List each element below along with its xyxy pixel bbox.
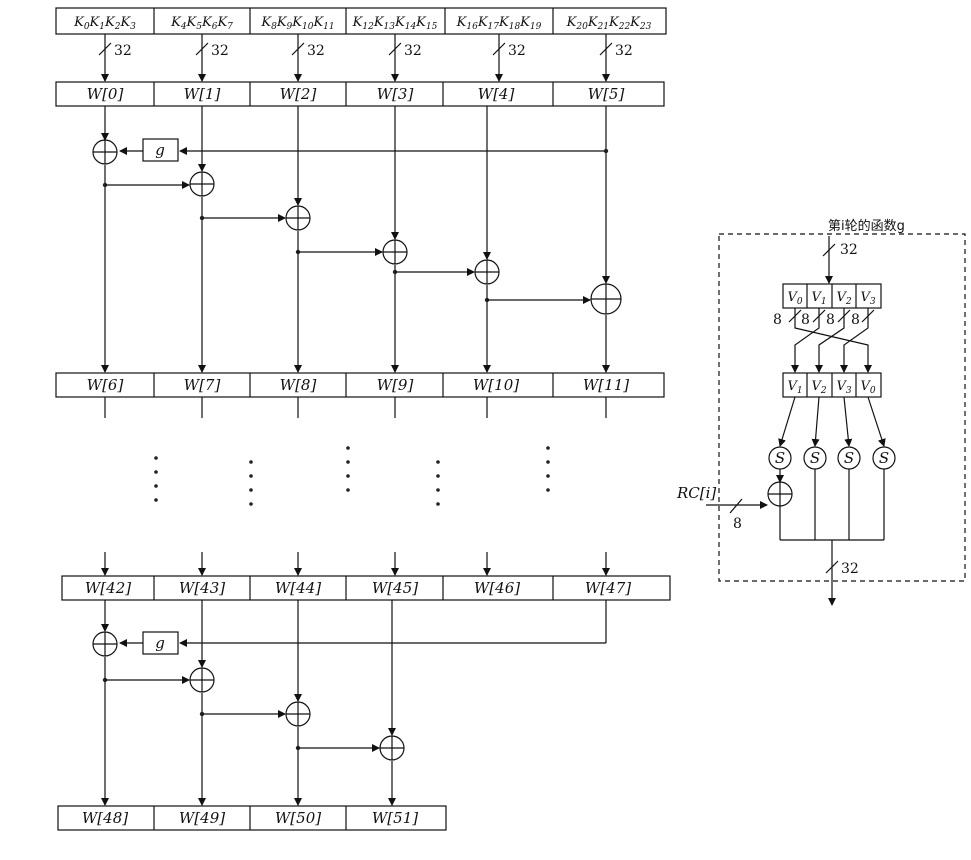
svg-text:S: S <box>879 449 889 467</box>
v-cell: V0 <box>787 290 802 307</box>
v-cell: V2 <box>836 290 851 307</box>
w-cell: W[8] <box>280 376 317 394</box>
xor-icon <box>767 481 793 507</box>
w-cell: W[42] <box>85 579 131 597</box>
w-cell: W[51] <box>372 809 418 827</box>
w-cell: W[11] <box>583 376 629 394</box>
sbox-icon: S <box>837 446 861 470</box>
v-cell: V1 <box>811 290 826 307</box>
byte-width-label: 8 <box>773 312 782 328</box>
w-cell: W[4] <box>478 85 515 103</box>
xor-icon <box>285 701 311 727</box>
xor-icon <box>379 735 405 761</box>
key-row: K0K1K2K3 K4K5K6K7 K8K9K10K11 K12K13K14K1… <box>55 7 667 35</box>
w-cell: W[1] <box>184 85 221 103</box>
round-network-top: g <box>92 106 622 373</box>
svg-text:S: S <box>844 449 854 467</box>
bus-width-label: 32 <box>615 43 633 59</box>
svg-text:S: S <box>810 449 820 467</box>
xor-icon <box>474 259 500 285</box>
xor-icon <box>92 139 118 165</box>
xor-icon <box>285 205 311 231</box>
bus-width-label: 32 <box>307 43 325 59</box>
w-cell: W[9] <box>377 376 414 394</box>
w-cell: W[5] <box>588 85 625 103</box>
w-cell: W[6] <box>87 376 124 394</box>
bus-width-label: 32 <box>404 43 422 59</box>
v-cell: V2 <box>811 379 826 396</box>
v-cell: V1 <box>787 379 802 396</box>
sbox-icon: S <box>803 446 827 470</box>
sbox-icon: S <box>872 446 896 470</box>
w-cell: W[43] <box>179 579 225 597</box>
sbox-icon: S <box>768 446 792 470</box>
rc-label: RC[i] <box>676 484 716 502</box>
svg-text:S: S <box>775 449 785 467</box>
xor-icon <box>590 283 622 315</box>
g-output-width: 32 <box>841 561 859 577</box>
v-cell: V3 <box>836 379 851 396</box>
w-cell: W[7] <box>184 376 221 394</box>
bus-width-label: 32 <box>211 43 229 59</box>
byte-width-label: 8 <box>826 312 835 328</box>
xor-icon <box>189 667 215 693</box>
xor-icon <box>189 171 215 197</box>
round-network-bottom: g <box>92 600 607 806</box>
w-cell: W[50] <box>275 809 321 827</box>
w-row-3: W[48] W[49] W[50] W[51] <box>57 805 447 831</box>
key-group-3: K12K13K14K15 <box>352 15 438 32</box>
g-label: g <box>155 141 165 159</box>
ellipsis-section <box>101 397 610 576</box>
xor-icon <box>92 631 118 657</box>
xor-icon <box>382 239 408 265</box>
bus-width-label: 32 <box>508 43 526 59</box>
w-cell: W[49] <box>179 809 225 827</box>
w-cell: W[10] <box>473 376 519 394</box>
key-to-w-arrows: 32 32 32 32 32 32 <box>98 34 633 82</box>
v-cell: V0 <box>860 379 875 396</box>
w-cell: W[47] <box>585 579 631 597</box>
key-group-4: K16K17K18K19 <box>456 15 542 32</box>
g-detail-caption: 第i轮的函数g <box>828 218 905 234</box>
byte-width-label: 8 <box>801 312 810 328</box>
g-function-box <box>142 138 179 162</box>
g-label: g <box>155 634 165 652</box>
w-row-2: W[42] W[43] W[44] W[45] W[46] W[47] <box>61 575 671 601</box>
key-group-2: K8K9K10K11 <box>260 15 334 32</box>
w-cell: W[45] <box>372 579 418 597</box>
w-cell: W[48] <box>82 809 128 827</box>
key-group-5: K20K21K22K23 <box>566 15 652 32</box>
g-detail-frame <box>718 233 966 582</box>
bus-width-label: 32 <box>114 43 132 59</box>
w-cell: W[3] <box>377 85 414 103</box>
g-function-detail: 第i轮的函数g 32 V0 V1 V2 V3 8 8 8 8 V1 V2 V3 <box>676 218 966 606</box>
byte-width-label: 8 <box>851 312 860 328</box>
w-row-0: W[0] W[1] W[2] W[3] W[4] W[5] <box>55 81 665 107</box>
w-row-1: W[6] W[7] W[8] W[9] W[10] W[11] <box>55 372 665 398</box>
g-input-width: 32 <box>840 242 858 258</box>
key-group-0: K0K1K2K3 <box>73 15 136 32</box>
rc-width: 8 <box>733 516 742 532</box>
w-cell: W[44] <box>275 579 321 597</box>
w-cell: W[2] <box>280 85 317 103</box>
w-cell: W[0] <box>87 85 124 103</box>
key-group-1: K4K5K6K7 <box>170 15 233 32</box>
v-cell: V3 <box>860 290 875 307</box>
w-cell: W[46] <box>474 579 520 597</box>
